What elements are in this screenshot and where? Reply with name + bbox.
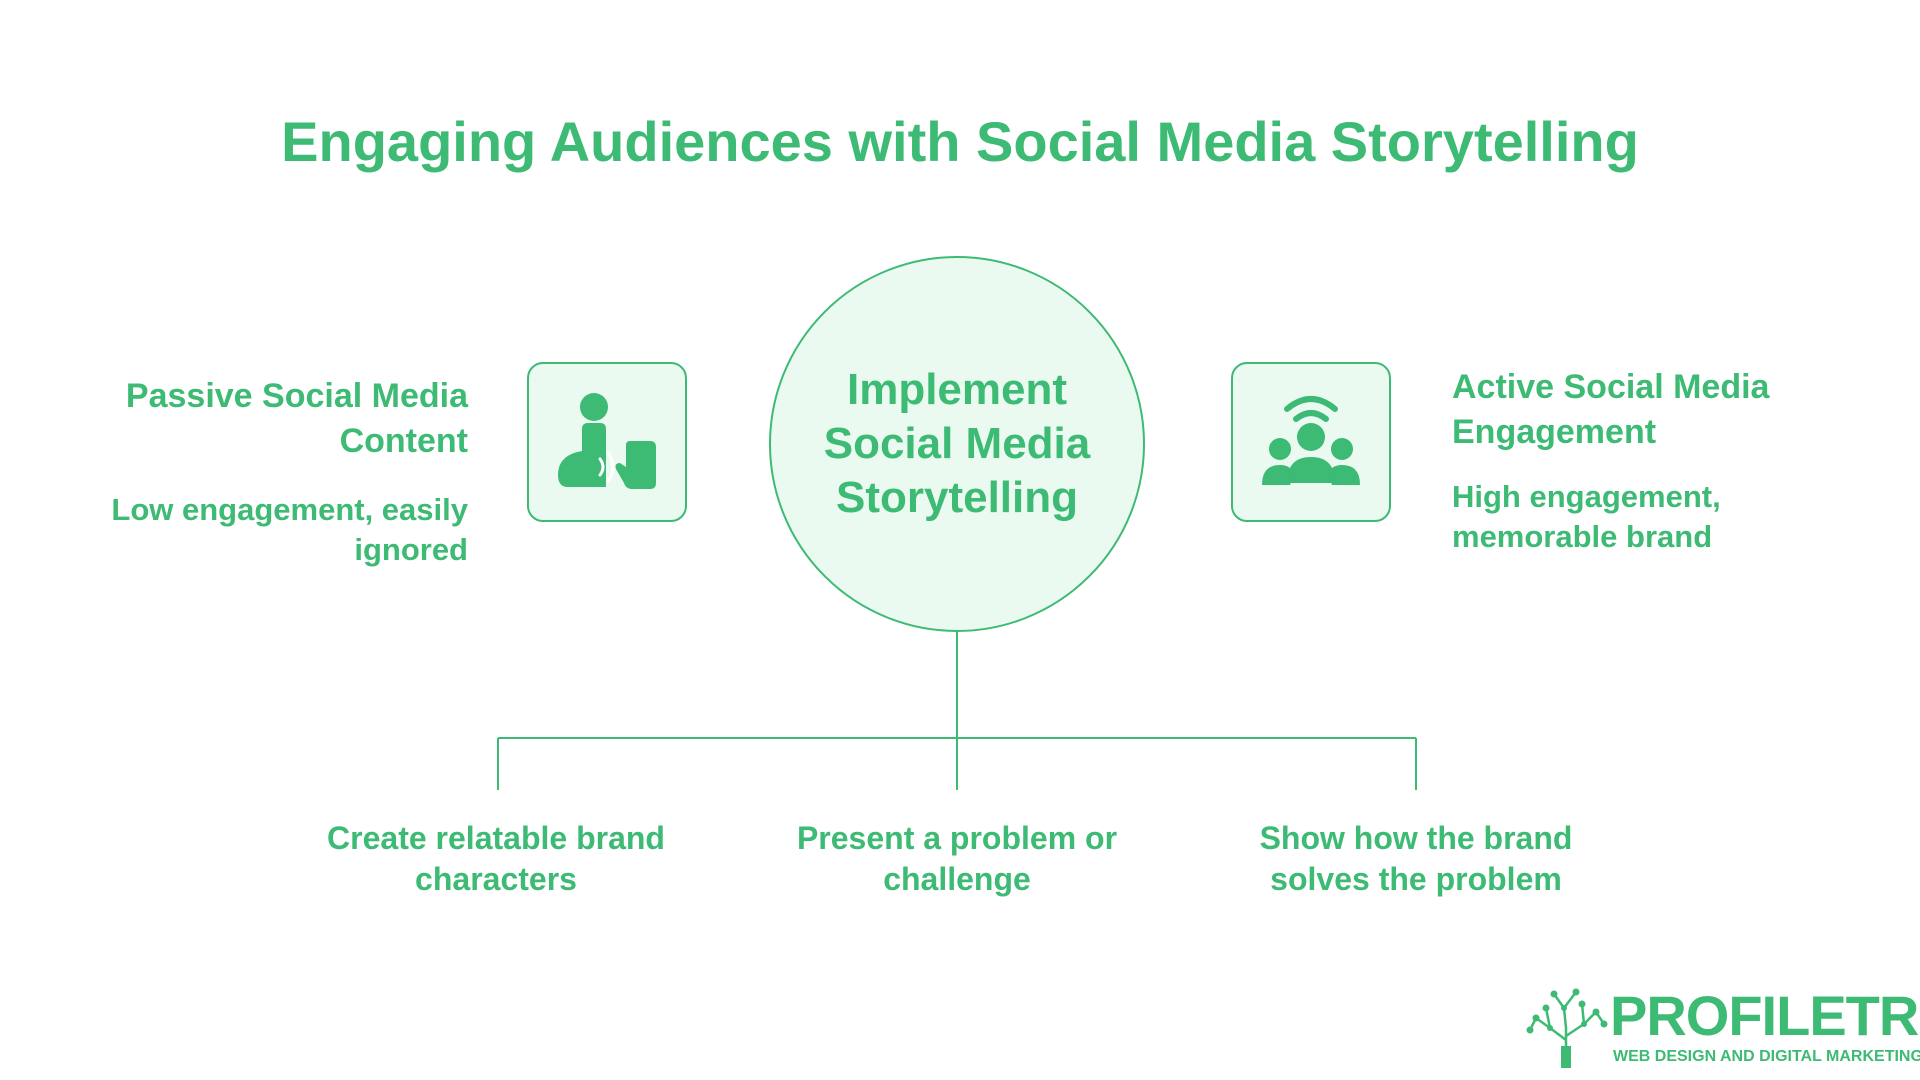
logo-tagline: WEB DESIGN AND DIGITAL MARKETING: [1613, 1048, 1920, 1065]
active-icon-box: [1231, 362, 1391, 522]
passive-icon-box: [527, 362, 687, 522]
passive-heading: Passive Social Media Content: [125, 377, 468, 460]
step-show-solution: Show how the brand solves the problem: [1259, 820, 1573, 897]
step-present-problem: Present a problem or challenge: [796, 820, 1118, 897]
passive-description: Low engagement, easily ignored: [111, 492, 468, 567]
profiletree-logo: PROFILETREE WEB DESIGN AND DIGITAL MARKE…: [1524, 982, 1920, 1070]
logo-wordmark: PROFILETREE: [1610, 984, 1920, 1047]
active-heading: Active Social Media Engagement: [1452, 368, 1770, 451]
step-create-characters: Create relatable brand characters: [327, 820, 665, 897]
active-description: High engagement, memorable brand: [1452, 479, 1721, 554]
center-label: Implement Social Media Storytelling: [823, 365, 1091, 522]
passive-content-block: Passive Social Media Content Low engagem…: [88, 374, 468, 570]
engaged-audience-icon: [1262, 396, 1360, 485]
center-circle: Implement Social Media Storytelling: [769, 256, 1145, 632]
passive-listener-icon: [558, 393, 656, 489]
page-title: Engaging Audiences with Social Media Sto…: [281, 110, 1639, 173]
active-engagement-block: Active Social Media Engagement High enga…: [1452, 365, 1832, 557]
tree-icon: [1526, 988, 1608, 1068]
